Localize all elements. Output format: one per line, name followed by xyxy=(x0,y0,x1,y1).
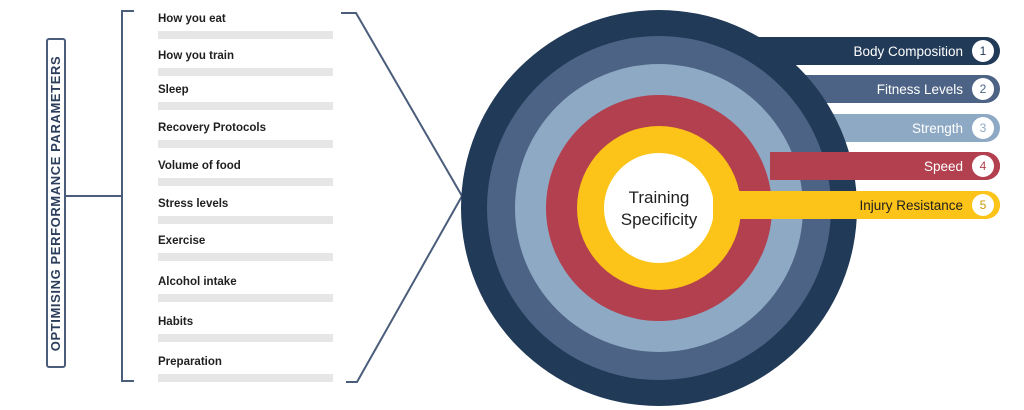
ribbon-speed-overlay xyxy=(770,152,1000,180)
parameter-bar xyxy=(158,31,333,39)
parameter-item: Exercise xyxy=(158,234,333,261)
parameter-label: How you eat xyxy=(158,13,226,25)
parameter-label: Exercise xyxy=(158,235,206,247)
parameter-bar xyxy=(158,294,333,302)
badge-number: 1 xyxy=(980,44,987,58)
badge-number: 2 xyxy=(980,82,987,96)
parameter-label: Recovery Protocols xyxy=(158,122,267,134)
parameter-label: Alcohol intake xyxy=(158,276,237,288)
center-line1: Training xyxy=(629,188,690,207)
ribbon-label: Body Composition xyxy=(853,44,963,59)
parameter-label: Volume of food xyxy=(158,160,241,172)
parameter-item: How you train xyxy=(158,49,333,76)
side-title-box: OPTIMISING PERFORMANCE PARAMETERS xyxy=(46,38,66,368)
ribbon-injury-resistance-overlay xyxy=(713,191,1000,219)
badge-number: 4 xyxy=(980,159,987,173)
number-badge xyxy=(972,194,994,216)
parameter-item: Sleep xyxy=(158,83,333,110)
left-bracket xyxy=(121,10,134,382)
right-chevron xyxy=(341,12,464,383)
parameter-item: Habits xyxy=(158,315,333,342)
number-badge xyxy=(972,40,994,62)
parameter-bar xyxy=(158,102,333,110)
ribbon-label: Injury Resistance xyxy=(859,198,963,213)
center-line2: Specificity xyxy=(621,210,698,229)
badge-number: 5 xyxy=(980,198,987,212)
parameter-item: Recovery Protocols xyxy=(158,121,333,148)
parameter-bar xyxy=(158,140,333,148)
center-circle xyxy=(604,153,714,263)
parameter-label: Preparation xyxy=(158,356,222,368)
parameter-item: Stress levels xyxy=(158,197,333,224)
ribbon-label: Fitness Levels xyxy=(877,82,964,97)
parameter-bar xyxy=(158,253,333,261)
parameter-bar xyxy=(158,178,333,186)
number-badge xyxy=(972,117,994,139)
parameter-bar xyxy=(158,68,333,76)
parameter-label: How you train xyxy=(158,50,235,62)
parameter-label: Habits xyxy=(158,316,194,328)
ribbon-label: Speed xyxy=(924,159,963,174)
parameter-label: Stress levels xyxy=(158,198,229,210)
parameter-item: How you eat xyxy=(158,12,333,39)
parameter-bar xyxy=(158,216,333,224)
parameter-item: Alcohol intake xyxy=(158,275,333,302)
badge-number: 3 xyxy=(980,121,987,135)
parameter-label: Sleep xyxy=(158,84,189,96)
number-badge xyxy=(972,155,994,177)
parameter-bar xyxy=(158,334,333,342)
ribbon-label: Strength xyxy=(912,121,963,136)
parameter-item: Volume of food xyxy=(158,159,333,186)
number-badge xyxy=(972,78,994,100)
parameter-item: Preparation xyxy=(158,355,333,382)
parameter-bar xyxy=(158,374,333,382)
